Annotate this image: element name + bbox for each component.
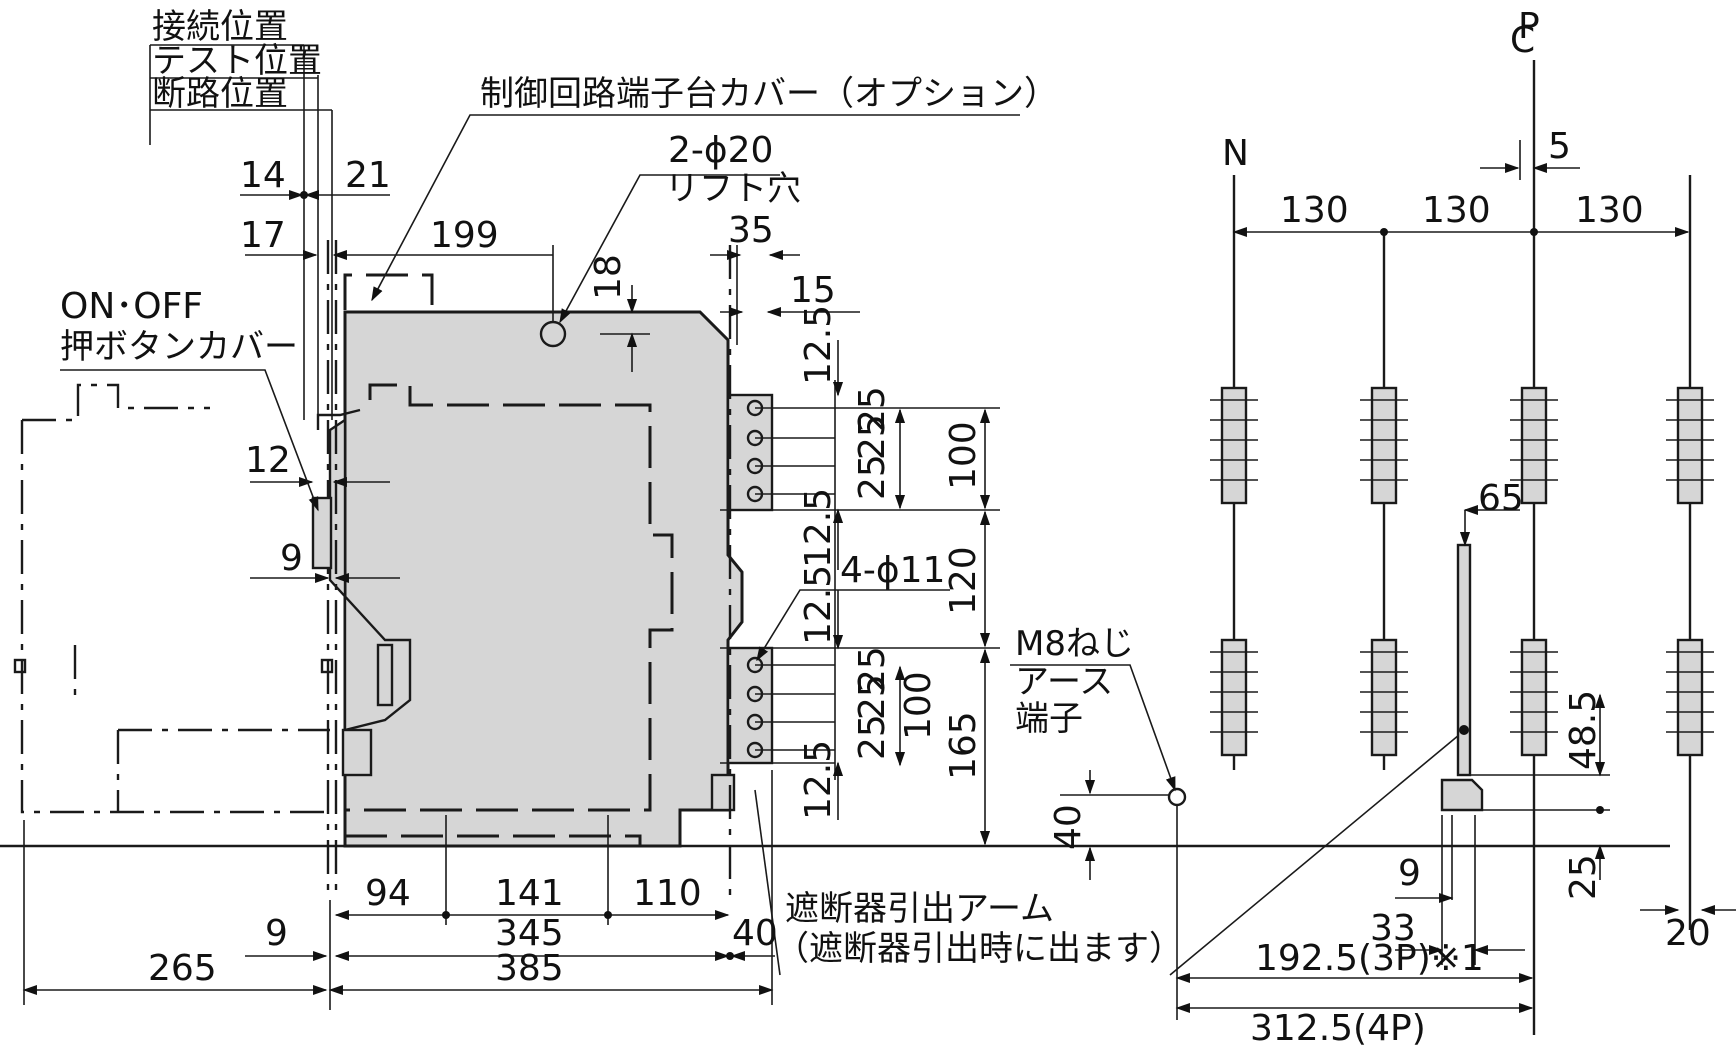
dim-385: 385 xyxy=(495,948,564,989)
label-connected-position: 接続位置 xyxy=(152,7,288,47)
dim-21: 21 xyxy=(345,155,391,196)
dim-20: 20 xyxy=(1665,913,1711,954)
drawn-out-outline xyxy=(20,383,330,814)
internal-outline xyxy=(345,383,674,812)
dim-141: 141 xyxy=(495,873,564,914)
dim-130-a: 130 xyxy=(1280,190,1349,231)
dim-35: 35 xyxy=(728,210,774,251)
dim-192-5: 192.5(3P)※1 xyxy=(1255,938,1484,979)
dim-48-5: 48.5 xyxy=(1563,690,1604,770)
rear-dimensions xyxy=(1060,140,1736,1020)
side-dimensions xyxy=(22,189,991,1010)
dim-25-c: 25 xyxy=(1563,854,1604,900)
label-button-cover-2: 押ボタンカバー xyxy=(60,327,298,367)
dim-33: 33 xyxy=(1370,908,1416,949)
dim-25-b3: 25 xyxy=(852,714,893,760)
dim-12-5-b: 12.5 xyxy=(798,488,839,568)
dim-199: 199 xyxy=(430,215,499,256)
label-control-terminal-cover: 制御回路端子台カバー（オプション） xyxy=(480,74,1058,114)
dim-17: 17 xyxy=(240,215,286,256)
label-lift-hole-qty: 2-ϕ20 xyxy=(668,130,773,171)
dim-12-5-a: 12.5 xyxy=(798,305,839,385)
drawer-outline xyxy=(345,834,642,846)
handle-slot xyxy=(376,643,394,707)
dim-5: 5 xyxy=(1548,126,1571,167)
dim-110: 110 xyxy=(633,873,702,914)
dim-12: 12 xyxy=(245,440,291,481)
dim-9-a: 9 xyxy=(280,538,303,579)
dim-25-b1: 25 xyxy=(852,646,893,692)
label-test-position: テスト位置 xyxy=(152,41,322,81)
dim-94: 94 xyxy=(365,873,411,914)
dim-25-a3: 25 xyxy=(852,454,893,500)
label-earth-3: 端子 xyxy=(1015,699,1083,739)
label-arm-1: 遮断器引出アーム xyxy=(785,889,1054,929)
pushbutton-cover xyxy=(311,496,333,570)
dim-40-b: 40 xyxy=(1048,804,1089,850)
dim-12-5-c: 12.5 xyxy=(798,565,839,645)
dim-312-5: 312.5(4P) xyxy=(1250,1008,1426,1049)
bottom-block xyxy=(341,728,373,777)
label-button-cover-1: ON･OFF xyxy=(60,286,203,327)
label-earth-2: アース xyxy=(1015,662,1113,702)
dim-100-a: 100 xyxy=(943,421,984,490)
dim-15: 15 xyxy=(790,270,836,311)
label-terminal-hole: 4-ϕ11 xyxy=(840,550,945,591)
dim-345: 345 xyxy=(495,913,564,954)
dim-100-b: 100 xyxy=(898,671,939,740)
arm-foot xyxy=(1440,778,1484,812)
dim-130-c: 130 xyxy=(1575,190,1644,231)
side-view xyxy=(0,45,1670,900)
dim-25-b2: 25 xyxy=(852,674,893,720)
arm-rod xyxy=(1456,543,1472,777)
cover-bracket xyxy=(316,408,361,430)
label-arm-2: （遮断器引出時に出ます） xyxy=(775,929,1183,969)
dim-9-b: 9 xyxy=(265,913,288,954)
earth-terminal xyxy=(1167,787,1187,807)
leaders xyxy=(60,44,1466,976)
drawn-out-hinge xyxy=(13,658,27,674)
label-earth-1: M8ねじ xyxy=(1015,624,1134,664)
control-cover-outline xyxy=(343,273,434,310)
label-disconnected-position: 断路位置 xyxy=(152,74,288,114)
dim-18: 18 xyxy=(588,254,629,300)
dim-25-a1: 25 xyxy=(852,386,893,432)
dim-12-5-d: 12.5 xyxy=(798,740,839,820)
dim-130-b: 130 xyxy=(1422,190,1491,231)
labels: 接続位置 テスト位置 断路位置 制御回路端子台カバー（オプション） 2-ϕ20 … xyxy=(60,6,1711,1049)
dim-40-a: 40 xyxy=(732,913,778,954)
draw-out-arm xyxy=(710,773,736,812)
dim-165: 165 xyxy=(943,711,984,780)
rear-view xyxy=(1167,60,1714,1035)
label-lift-hole: リフト穴 xyxy=(665,169,801,209)
dim-120: 120 xyxy=(943,546,984,615)
label-pole-mark: P xyxy=(1518,6,1540,47)
dim-265: 265 xyxy=(148,948,217,989)
body-hinge xyxy=(320,658,334,674)
dim-9-c: 9 xyxy=(1398,853,1421,894)
bus-terminals xyxy=(1210,386,1714,757)
label-centerline: C xyxy=(1510,20,1535,61)
dim-14: 14 xyxy=(240,155,286,196)
label-neutral: N xyxy=(1222,133,1249,174)
dim-65: 65 xyxy=(1478,478,1524,519)
dim-25-a2: 25 xyxy=(852,414,893,460)
breaker-body xyxy=(343,310,744,848)
